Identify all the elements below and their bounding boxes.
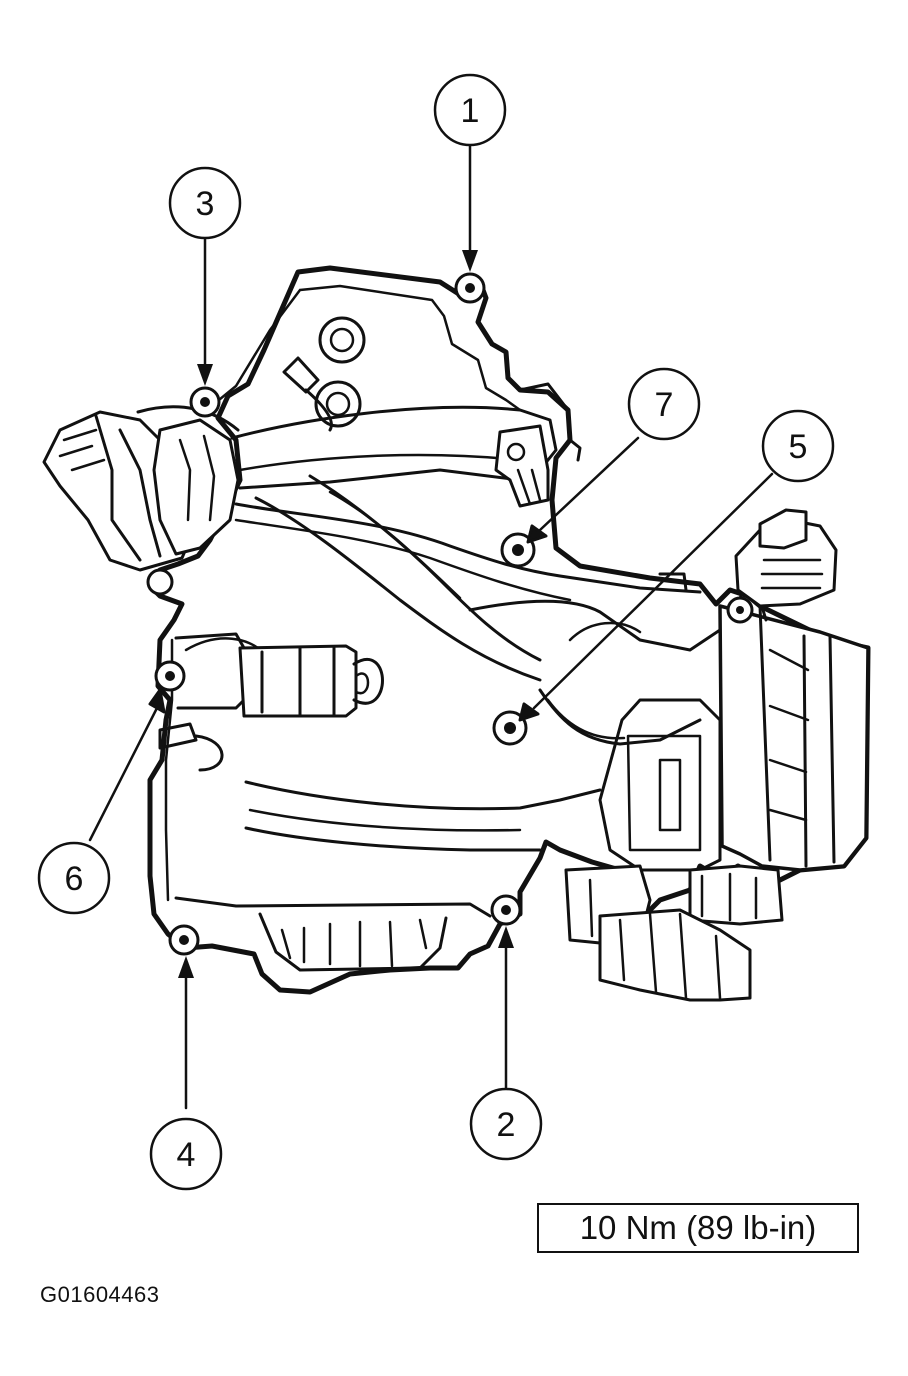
callout-5: 5 (761, 409, 835, 483)
leader-1 (462, 143, 478, 272)
throttle-body (564, 508, 870, 1002)
callout-2: 2 (469, 1087, 543, 1161)
bolt-hole-2 (490, 894, 522, 926)
leader-3 (197, 236, 213, 386)
callout-7: 7 (627, 367, 701, 441)
upper-bracket (494, 382, 582, 508)
svg-text:4: 4 (177, 1136, 196, 1174)
vacuum-hose-connector (174, 632, 384, 718)
bolt-hole-4 (168, 924, 200, 956)
upper-runner (230, 405, 558, 490)
bolt-hole-3 (189, 386, 221, 418)
callout-1: 1 (433, 73, 507, 147)
svg-text:5: 5 (789, 428, 808, 466)
bottom-pan (174, 896, 492, 972)
svg-text:3: 3 (196, 185, 215, 223)
svg-text:2: 2 (497, 1106, 516, 1144)
svg-text:6: 6 (65, 860, 84, 898)
leader-6 (88, 688, 166, 842)
callout-6: 6 (37, 841, 111, 915)
leader-4 (178, 956, 194, 1110)
callout-3: 3 (168, 166, 242, 240)
bolt-hole-1 (454, 272, 486, 304)
bolt-hole-6 (154, 660, 186, 692)
bolt-hole-5 (492, 710, 528, 746)
svg-text:7: 7 (655, 386, 674, 424)
bolt-hole-7 (500, 532, 536, 568)
leader-5 (518, 472, 774, 722)
leader-2 (498, 926, 514, 1090)
torque-spec-box: 10 Nm (89 lb-in) (537, 1203, 859, 1253)
leader-7 (526, 436, 640, 544)
figure-code: G01604463 (40, 1282, 160, 1307)
manifold-outline (147, 265, 871, 995)
plenum-neck (468, 599, 742, 652)
callout-4: 4 (149, 1117, 223, 1191)
svg-text:1: 1 (461, 92, 480, 130)
left-actuator (42, 405, 240, 596)
torque-spec-text: 10 Nm (89 lb-in) (579, 1209, 817, 1246)
